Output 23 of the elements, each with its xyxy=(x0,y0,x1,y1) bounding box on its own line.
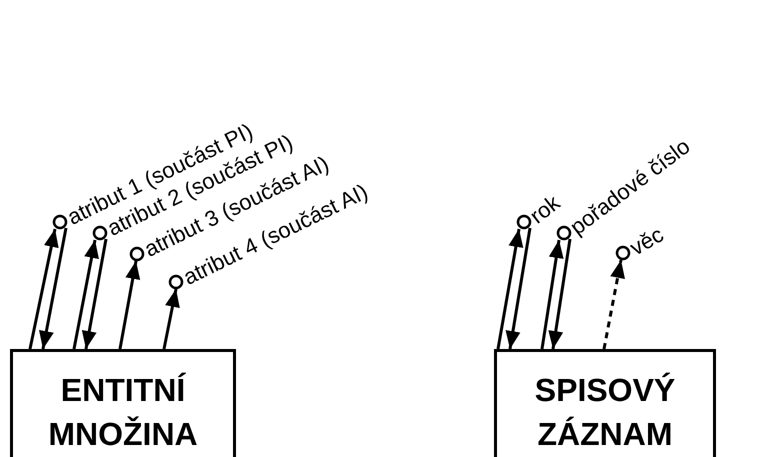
attribute-label: rok xyxy=(526,192,564,228)
attribute-circle xyxy=(129,246,145,262)
attribute-circle xyxy=(92,225,108,241)
arrow xyxy=(540,240,564,350)
arrow xyxy=(82,238,108,350)
entity-name: ENTITNÍ MNOŽINA xyxy=(47,371,199,454)
arrow xyxy=(28,228,59,350)
arrow xyxy=(118,260,140,350)
arrow xyxy=(39,228,68,350)
attribute-circle xyxy=(556,225,572,241)
entity-box xyxy=(10,349,236,457)
arrow xyxy=(548,238,572,350)
arrow xyxy=(506,228,532,350)
entity-name: SPISOVÝ ZÁZNAM xyxy=(534,371,676,454)
arrow xyxy=(602,260,625,350)
attribute-circle xyxy=(615,245,631,261)
entity-box xyxy=(494,349,716,457)
arrow xyxy=(72,240,99,350)
attribute-circle xyxy=(168,274,184,290)
arrow xyxy=(496,228,524,350)
attribute-circle xyxy=(52,214,68,230)
arrow xyxy=(162,288,180,350)
attribute-circle xyxy=(516,214,532,230)
